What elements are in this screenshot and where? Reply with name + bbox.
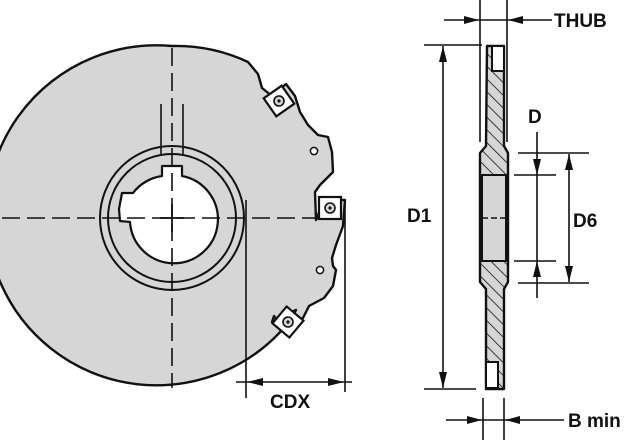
keyed-bore: [117, 164, 220, 265]
b-min-label: B min: [568, 411, 621, 432]
insert-top: [262, 84, 296, 118]
thub-dimension: THUB: [444, 0, 607, 142]
cdx-label: CDX: [270, 392, 310, 413]
d-label: D: [528, 107, 542, 128]
d1-label: D1: [407, 206, 432, 227]
d1-dimension: D1: [407, 44, 482, 390]
cdx-dimension: CDX: [236, 200, 352, 413]
d-dimension: D: [514, 107, 556, 298]
insert-pocket-top: [491, 45, 505, 72]
d6-dimension: D6: [518, 152, 597, 284]
hole-upper: [309, 146, 319, 156]
b-min-dimension: B min: [446, 398, 621, 440]
front-view: CDX: [0, 44, 352, 413]
side-section-view: THUB D1 D D6: [407, 0, 621, 440]
insert-bottom: [270, 304, 306, 340]
d6-label: D6: [573, 211, 597, 232]
insert-middle: [317, 195, 343, 221]
thub-label: THUB: [554, 11, 607, 32]
insert-pocket-bottom: [485, 361, 499, 389]
hole-lower: [315, 265, 325, 275]
